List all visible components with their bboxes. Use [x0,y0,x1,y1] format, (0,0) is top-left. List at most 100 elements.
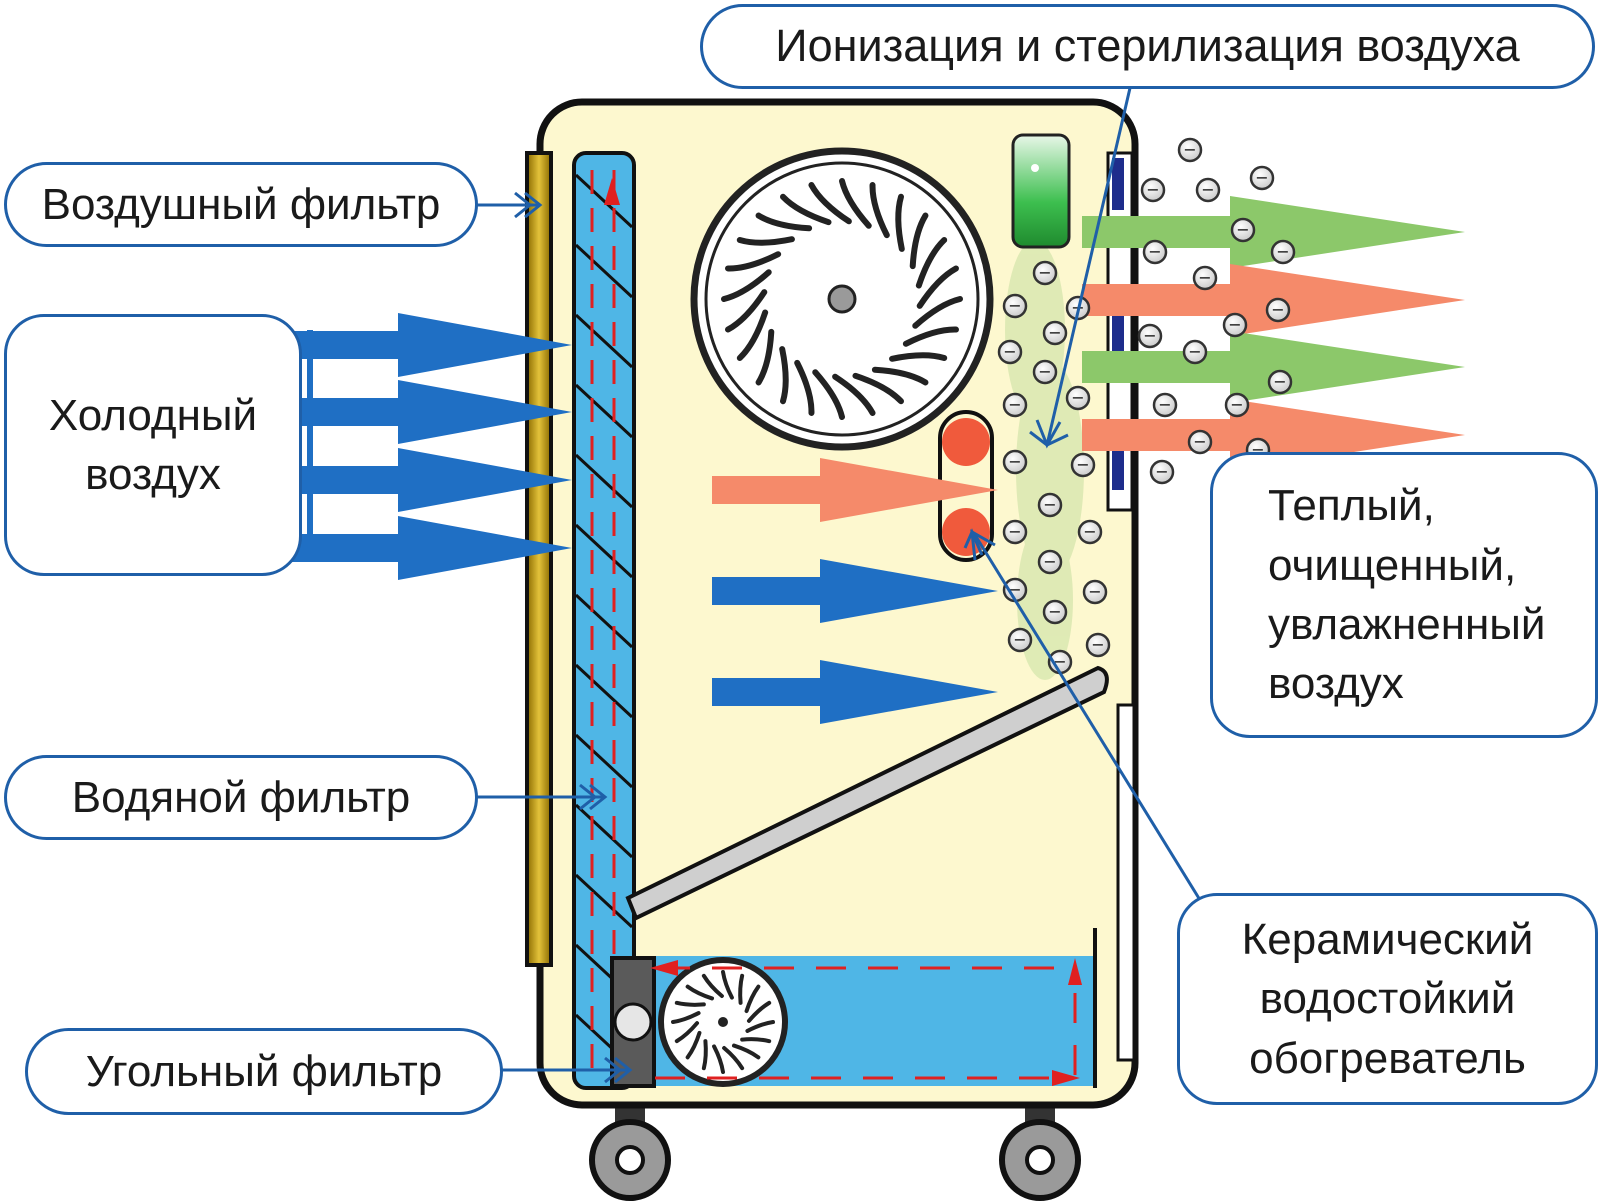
fan-blade [712,1044,725,1074]
svg-text:−: − [1271,300,1284,319]
ion-icon: − [1032,260,1058,286]
air-filter-strip [525,151,553,967]
fan-blade [869,182,890,239]
fan-blade [852,372,904,405]
fan-blade [912,296,963,329]
fan-blade [736,309,769,361]
ionization-label: Ионизация и стерилизация воздуха [700,4,1595,89]
fan-blade [812,369,845,420]
cold-air-arrow [286,448,572,512]
air-filter-label: Воздушный фильтр [4,162,478,247]
svg-text:−: − [1201,180,1214,199]
fan-blade [755,328,775,386]
ion-icon: − [1177,137,1203,163]
ion-icon: − [1002,519,1028,545]
fan-blade [721,970,734,1000]
ion-icon: − [1002,449,1028,475]
ion-icon: − [1152,392,1178,418]
svg-text:−: − [1071,388,1084,407]
fan-blade [685,1030,702,1060]
ion-icon: − [1002,293,1028,319]
warm-air-label: Теплый, очищенный, увлажненный воздух [1210,452,1598,738]
fan-blade [895,193,905,252]
svg-text:−: − [1008,452,1021,471]
ion-icon: − [1037,549,1063,575]
svg-text:−: − [1198,268,1211,287]
fan-blade [744,984,761,1014]
svg-text:−: − [1158,395,1171,414]
fan-blade [902,326,959,347]
cold-air-arrow-tail [286,398,398,426]
ion-icon: − [1270,239,1296,265]
fan-blade [889,352,948,362]
exhaust-arrow [1082,331,1465,403]
fan-blade [871,366,929,386]
cold-air-arrow-tail [286,331,398,359]
internal-air-arrow [712,660,998,724]
svg-text:−: − [1043,552,1056,571]
svg-text:−: − [1091,635,1104,654]
vent-bottom [1116,703,1136,1062]
fan-blade [701,973,724,999]
svg-text:−: − [1146,180,1159,199]
ion-icon: − [1047,649,1073,675]
fan-blade [725,251,782,272]
wheel-left [589,1100,671,1201]
ceramic-heater-label: Керамический водостойкий обогреватель [1177,893,1598,1105]
fan-blade [721,269,772,302]
svg-text:−: − [1013,630,1026,649]
drain-plate [625,665,1109,921]
fan-blade [794,359,815,416]
cold-air-arrow [286,313,572,377]
carbon-filter-label: Угольный фильтр [25,1028,503,1115]
fan-blade [808,182,852,225]
fan-blade [701,1039,708,1071]
water-filter-label: Водяной фильтр [4,755,478,840]
internal-warm-arrow-tail [712,476,820,504]
ion-icon: − [1195,177,1221,203]
fan-blade [755,212,813,232]
fan-blade [839,178,872,229]
leader-lines [475,87,1202,1084]
water-flow-lines [655,966,1077,1080]
exhaust-arrow [1082,399,1465,471]
ion-icon: − [1149,459,1175,485]
fan-blade [736,236,795,246]
fan-blade [674,1021,700,1044]
svg-text:−: − [1043,495,1056,514]
svg-text:−: − [1155,462,1168,481]
ion-icon: − [1192,265,1218,291]
fan-blade [731,1043,761,1060]
flow-arrowheads [604,178,1082,1086]
svg-text:−: − [1008,296,1021,315]
ion-icon: − [1037,492,1063,518]
fan-blade [722,1045,745,1071]
fan-blade [915,237,948,289]
ion-icon: − [1002,392,1028,418]
fan-blade [740,1037,772,1044]
svg-text:−: − [1008,395,1021,414]
svg-text:−: − [1048,323,1061,342]
svg-text:−: − [1048,602,1061,621]
fan-blade [780,193,832,226]
cold-air-arrow-tail [286,466,398,494]
fan-blade [745,1020,775,1033]
svg-text:−: − [1083,522,1096,541]
internal-air-arrow-tail [712,678,820,706]
ion-icon: − [1224,392,1250,418]
fan-blade [685,984,715,1001]
carbon-filter [610,956,656,1088]
ion-icon: − [1082,579,1108,605]
fan-blade [725,289,768,333]
internal-warm-arrow [712,458,998,522]
internal-air-arrow-tail [712,577,820,605]
svg-text:−: − [1188,342,1201,361]
ion-icon: − [1187,429,1213,455]
ion-icon: − [1265,297,1291,323]
fan-blade [916,265,959,309]
svg-text:−: − [1228,315,1241,334]
ion-icon: − [1140,177,1166,203]
fan-icon [690,147,994,451]
ion-icon: − [1065,385,1091,411]
